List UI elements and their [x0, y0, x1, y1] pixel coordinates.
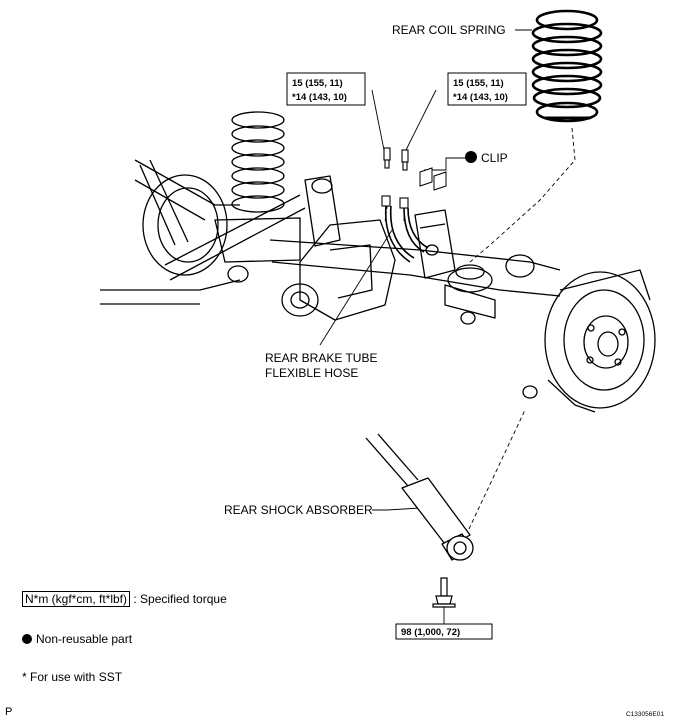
torque-box-left: 15 (155, 11) *14 (143, 10)	[286, 72, 366, 106]
leader-lines	[319, 29, 576, 624]
legend-sst-text: * For use with SST	[22, 670, 123, 684]
legend-non-reusable-text: Non-reusable part	[36, 632, 133, 646]
clip-parts	[419, 167, 447, 191]
rear-coil-spring-drawing	[531, 9, 603, 123]
legend-torque-desc: : Specified torque	[133, 592, 227, 606]
legend-sst: * For use with SST	[22, 670, 122, 684]
torque-left-line2: *14 (143, 10)	[292, 92, 347, 103]
label-clip: CLIP	[481, 151, 508, 165]
shock-mount-bolt	[432, 577, 456, 608]
legend-torque: N*m (kgf*cm, ft*lbf) : Specified torque	[22, 591, 227, 607]
legend-non-reusable: Non-reusable part	[22, 632, 132, 646]
label-rear-coil-spring: REAR COIL SPRING	[392, 23, 506, 37]
label-brake-tube-line2: FLEXIBLE HOSE	[265, 366, 358, 380]
torque-box-bolt: 98 (1,000, 72)	[395, 623, 493, 640]
corner-page-mark: P	[5, 706, 13, 718]
rear-shock-absorber-drawing	[365, 433, 474, 561]
clip-dot-icon	[465, 151, 477, 163]
legend-torque-box: N*m (kgf*cm, ft*lbf)	[22, 591, 131, 607]
torque-right-line2: *14 (143, 10)	[453, 92, 508, 103]
label-brake-tube-line1: REAR BRAKE TUBE	[265, 351, 377, 365]
rear-axle-assembly	[100, 111, 656, 413]
non-reusable-dot-icon	[22, 634, 32, 644]
figure-code: C133056E01	[626, 711, 664, 718]
torque-bolt-value: 98 (1,000, 72)	[401, 627, 460, 638]
torque-left-line1: 15 (155, 11)	[292, 78, 343, 89]
torque-box-right: 15 (155, 11) *14 (143, 10)	[447, 72, 527, 106]
label-rear-shock-absorber: REAR SHOCK ABSORBER	[224, 503, 373, 517]
torque-right-line1: 15 (155, 11)	[453, 78, 504, 89]
